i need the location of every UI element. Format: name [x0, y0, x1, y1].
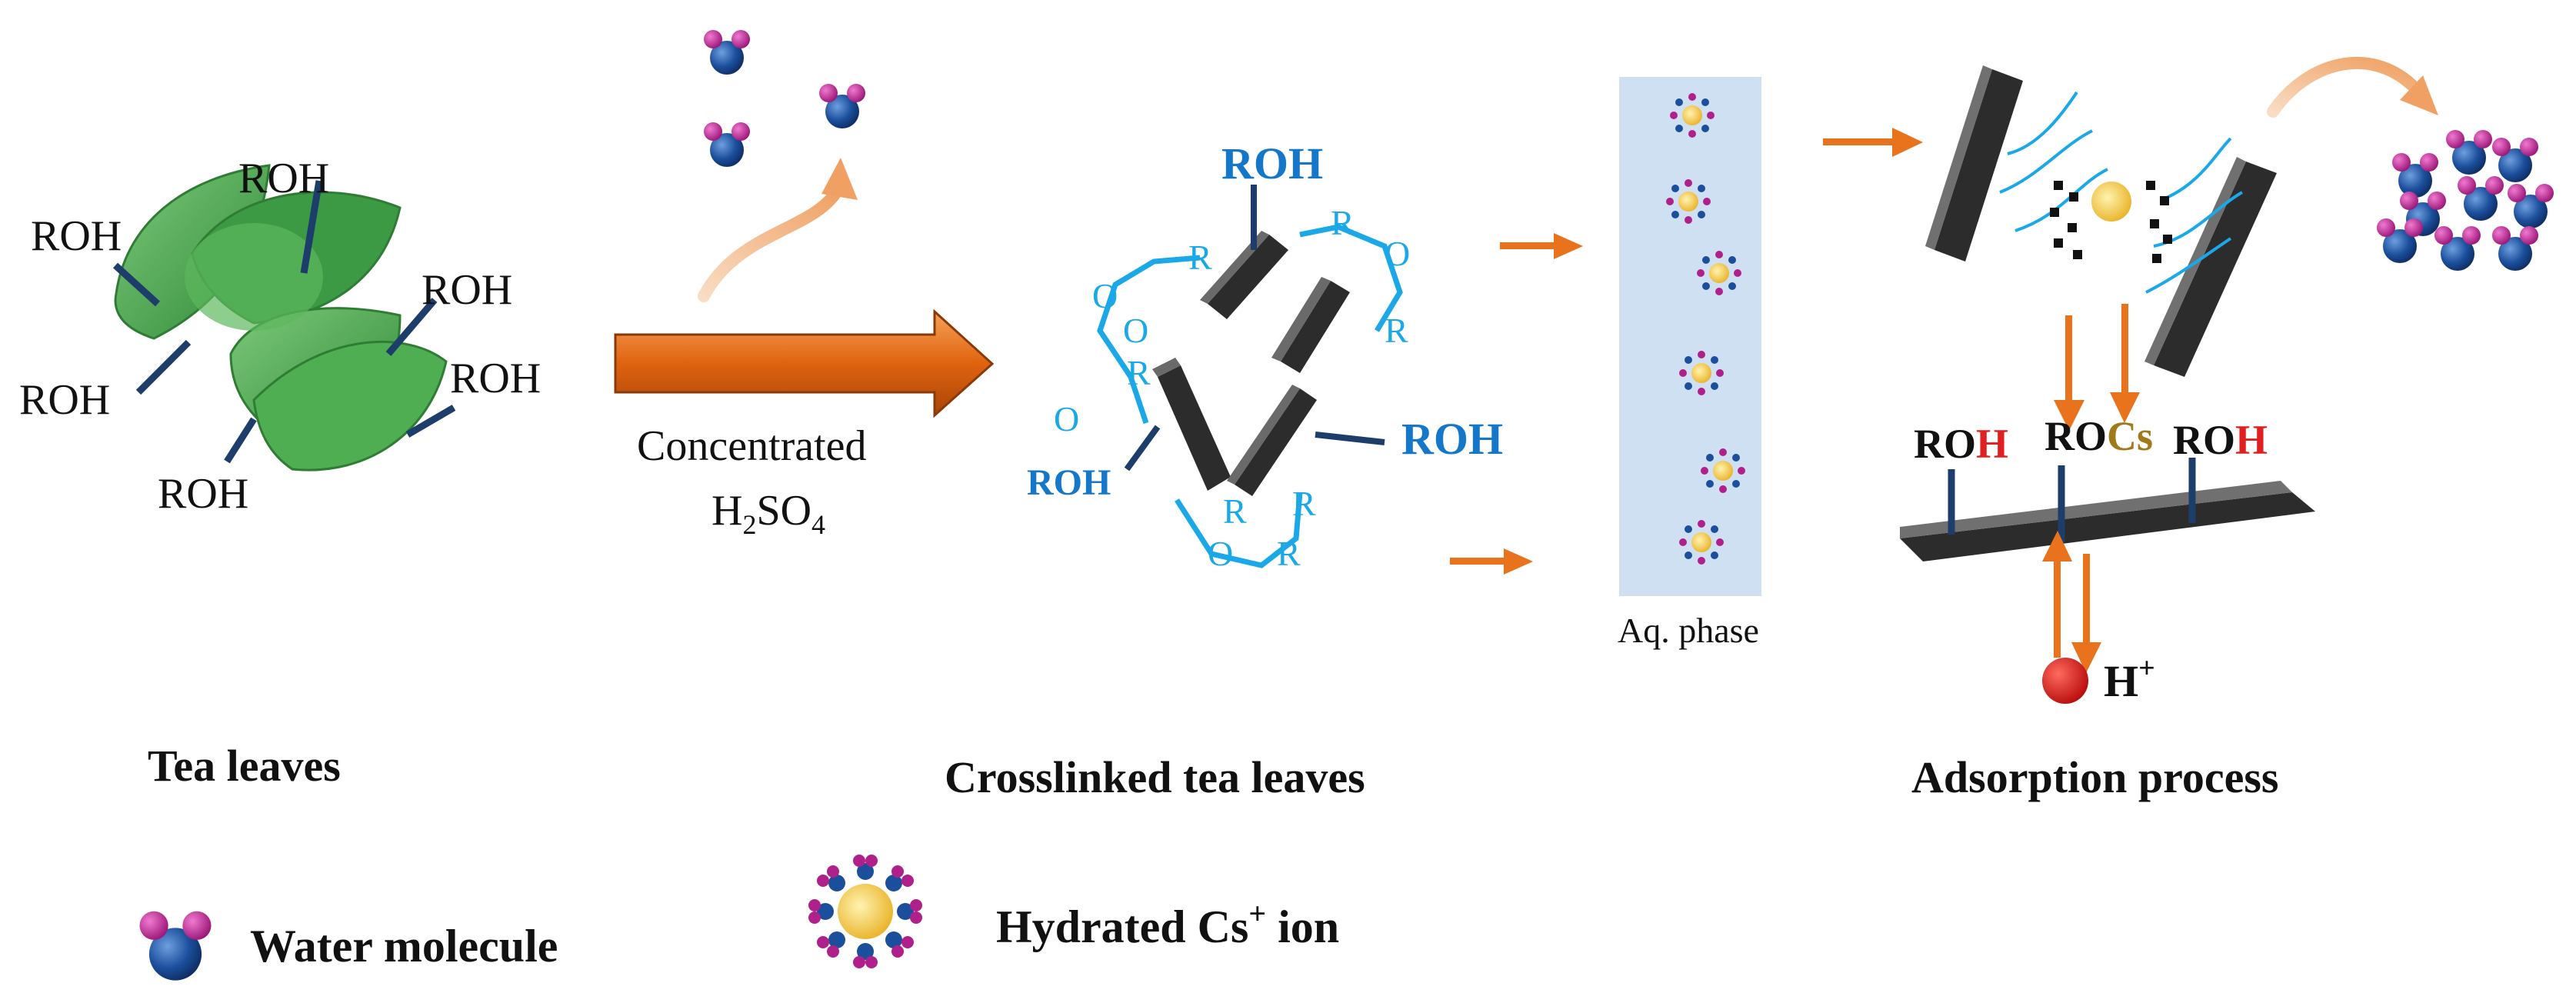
- water-molecule: [704, 30, 750, 75]
- svg-text:O: O: [1385, 234, 1410, 273]
- svg-text:ROH: ROH: [1914, 421, 2008, 467]
- reagent-label: Concentrated: [637, 422, 867, 470]
- hydrated-cs-ion: [1701, 448, 1745, 493]
- stage-title-adsorption: Adsorption process: [1911, 752, 2278, 802]
- svg-text:O: O: [1123, 311, 1148, 350]
- adsorption-sheets: [1925, 65, 2277, 377]
- release-curve-arrowhead: [2400, 75, 2438, 115]
- hydrated-cs-ion: [1679, 520, 1724, 565]
- reagent-formula: H2SO4: [711, 487, 825, 540]
- roh-label: ROH: [450, 355, 541, 402]
- svg-text:R: R: [1292, 484, 1316, 523]
- hydrated-cs-ion: [1666, 179, 1711, 224]
- tea-leaves-bonds: [112, 180, 456, 464]
- legend-water-label: Water molecule: [250, 921, 558, 971]
- aqueous-phase-label: Aq. phase: [1618, 611, 1759, 650]
- crosslinked-graphite-sheets: [1152, 231, 1350, 496]
- water-molecule: [819, 84, 865, 128]
- stage-title-tea-leaves: Tea leaves: [148, 741, 341, 791]
- hydrated-cs-ion: [1679, 351, 1724, 395]
- aqueous-phase-column: [1619, 77, 1761, 596]
- roh-label: ROH: [19, 376, 110, 424]
- leaf: [185, 223, 323, 331]
- exchange-arrows: [2042, 531, 2101, 673]
- coordination-dots: [2050, 181, 2172, 263]
- svg-text:ROCs: ROCs: [2044, 413, 2153, 459]
- roh-label: ROH: [1027, 462, 1111, 503]
- down-arrows: [2054, 304, 2140, 431]
- legend-ion-icon: [808, 855, 922, 968]
- roh-label: ROH: [1401, 414, 1503, 464]
- svg-text:R: R: [1223, 492, 1247, 531]
- cs-ion-core: [2091, 182, 2131, 222]
- proton-sphere: [2042, 658, 2088, 704]
- legend: Water molecule Hydrated Cs+ ion: [139, 855, 1339, 981]
- tea-leaves-illustration: [114, 164, 448, 472]
- legend-water-icon: [139, 911, 212, 981]
- roh-label: ROH: [238, 155, 329, 202]
- roh-label: ROH: [1221, 138, 1323, 188]
- hydrated-cs-ion: [1697, 251, 1741, 295]
- site-bonds: [1948, 458, 2196, 542]
- svg-text:O: O: [1054, 399, 1079, 438]
- svg-text:O: O: [1208, 534, 1233, 573]
- svg-text:R: R: [1331, 203, 1355, 242]
- svg-text:ROH: ROH: [2173, 417, 2268, 463]
- svg-text:R: R: [1385, 311, 1408, 350]
- crosslinked-bonds: [1124, 185, 1385, 472]
- stage-title-crosslinked: Crosslinked tea leaves: [945, 752, 1365, 802]
- adsorbent-sheet: [1900, 492, 2315, 561]
- svg-text:R: R: [1188, 238, 1212, 277]
- hydrated-cs-ion: [1670, 93, 1715, 138]
- legend-ion-label: Hydrated Cs+ ion: [996, 896, 1339, 952]
- release-curve-arrow: [2267, 56, 2418, 118]
- proton-label: H+: [2104, 652, 2155, 706]
- crosslink-chain-letters: R O R O R O R O R R O R: [1054, 203, 1410, 573]
- svg-text:R: R: [1127, 353, 1151, 392]
- roh-label: ROH: [31, 212, 122, 260]
- water-molecule: [704, 122, 750, 167]
- svg-text:R: R: [1277, 534, 1301, 573]
- released-water-cluster: [2377, 130, 2554, 271]
- reaction-arrow: [614, 308, 995, 418]
- svg-text:O: O: [1092, 276, 1118, 315]
- adsorption-sites: ROH ROCs ROH: [1914, 413, 2268, 467]
- release-curve-arrowhead: [821, 158, 858, 200]
- roh-label: ROH: [158, 470, 248, 518]
- leaf: [252, 340, 448, 472]
- roh-label: ROH: [422, 266, 512, 314]
- crosslink-chains: [1097, 224, 1403, 568]
- flow-arrows: [1450, 128, 1923, 575]
- release-curve-arrow: [698, 182, 845, 302]
